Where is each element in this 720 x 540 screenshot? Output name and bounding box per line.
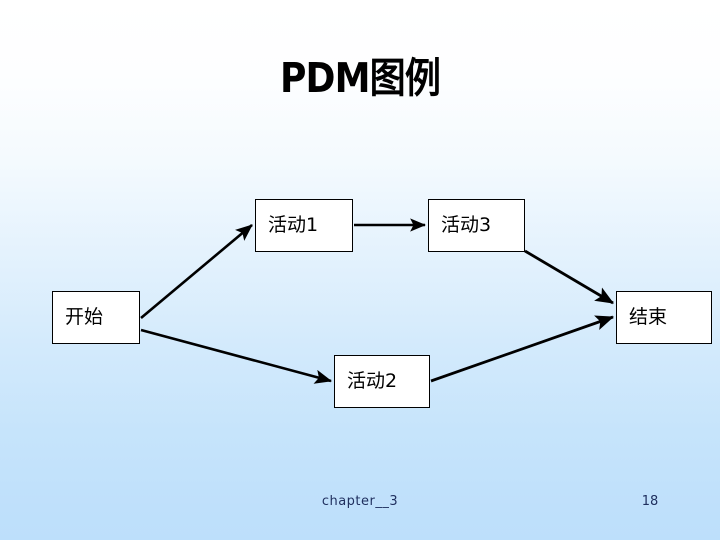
diagram-node-act2[interactable]: 活动2 [334,355,430,408]
connector-act2-to-end [430,315,615,383]
connector-start-to-act1 [140,224,253,319]
diagram-node-start[interactable]: 开始 [52,291,140,344]
diagram-node-end[interactable]: 结束 [616,291,712,344]
diagram-node-label: 活动1 [268,214,319,236]
connector-start-to-act2 [140,328,333,384]
diagram-node-label: 开始 [65,306,104,328]
diagram-node-act3[interactable]: 活动3 [428,199,525,252]
connector-act3-to-end [524,249,614,305]
diagram-node-label: 活动3 [441,214,492,236]
diagram-node-act1[interactable]: 活动1 [255,199,353,252]
footer-page-number: 18 [641,494,659,509]
diagram-node-label: 结束 [629,306,668,328]
page-title: PDM图例 [279,54,441,102]
diagram-node-label: 活动2 [347,370,398,392]
footer-chapter-label: chapter__3 [321,494,399,509]
